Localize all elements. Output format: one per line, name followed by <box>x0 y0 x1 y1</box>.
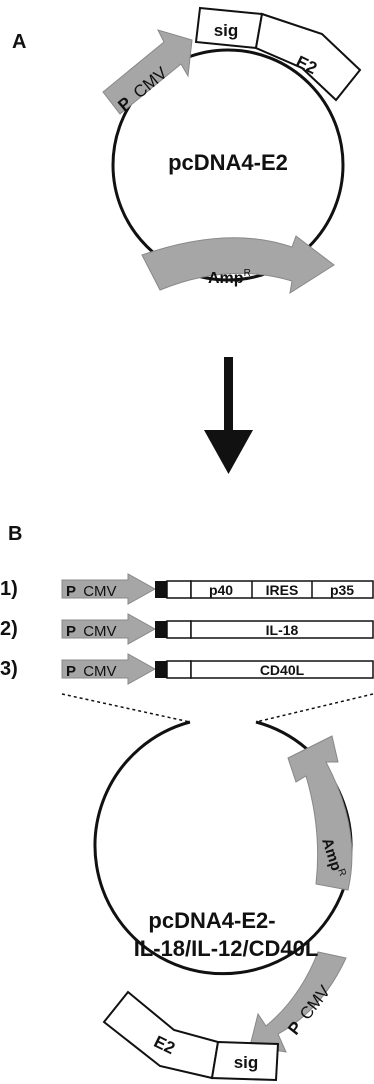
plasmid-a-amp-label: Amp <box>208 270 244 287</box>
construct-1-number: 1) <box>0 578 18 600</box>
construct-1-promoter-p: P <box>66 583 76 600</box>
panel-b-letter: B <box>8 523 22 545</box>
plasmid-b-e2-box: E2 <box>102 990 220 1080</box>
svg-text:P CMV: P CMV <box>66 663 117 680</box>
construct-3-promoter-p: P <box>66 663 76 680</box>
transition-down-arrow <box>204 357 253 474</box>
plasmid-b-ampr-arrow: AmpR <box>287 735 353 891</box>
insertion-dashed-line-right <box>255 693 374 723</box>
construct-3-segment-cd40l: CD40L <box>260 662 305 678</box>
construct-2-segment-il18: IL-18 <box>266 622 299 638</box>
construct-1-promoter-cmv: CMV <box>83 583 116 600</box>
construct-1: 1) P CMV p40 IRES p35 <box>0 573 374 605</box>
plasmid-b-name-line2: IL-18/IL-12/CD40L <box>134 936 319 961</box>
plasmid-a-sig-box: sig <box>194 6 264 50</box>
svg-text:P CMV: P CMV <box>66 583 117 600</box>
plasmid-a-sig-label: sig <box>214 21 239 40</box>
construct-1-segment-ires: IRES <box>266 582 299 598</box>
construct-2-promoter-cmv: CMV <box>83 623 116 640</box>
construct-2-number: 2) <box>0 618 18 640</box>
plasmid-a-backbone <box>111 48 345 282</box>
plasmid-a-amp-superscript: R <box>244 268 251 279</box>
svg-text:AmpR: AmpR <box>208 268 251 287</box>
construct-1-segment-p35: p35 <box>330 582 354 598</box>
plasmid-b-amp-superscript: R <box>335 867 348 877</box>
construct-2-promoter-p: P <box>66 623 76 640</box>
construct-1-segment-p40: p40 <box>209 582 233 598</box>
plasmid-a-name: pcDNA4-E2 <box>168 150 288 175</box>
plasmid-a-cmv-promoter-arrow: P CMV <box>102 29 193 115</box>
plasmid-b-sig-label: sig <box>234 1053 259 1072</box>
construct-2: 2) P CMV IL-18 <box>0 613 374 645</box>
construct-3-promoter-cmv: CMV <box>83 663 116 680</box>
plasmid-a-ampr-arrow: AmpR <box>141 235 335 295</box>
construct-3-number: 3) <box>0 658 18 680</box>
svg-text:P CMV: P CMV <box>66 623 117 640</box>
plasmid-b-sig-box: sig <box>210 1040 280 1082</box>
panel-a-letter: A <box>12 31 26 53</box>
construct-3: 3) P CMV CD40L <box>0 653 374 685</box>
insertion-dashed-line-left <box>61 693 191 723</box>
plasmid-b-name-line1: pcDNA4-E2- <box>148 908 275 933</box>
